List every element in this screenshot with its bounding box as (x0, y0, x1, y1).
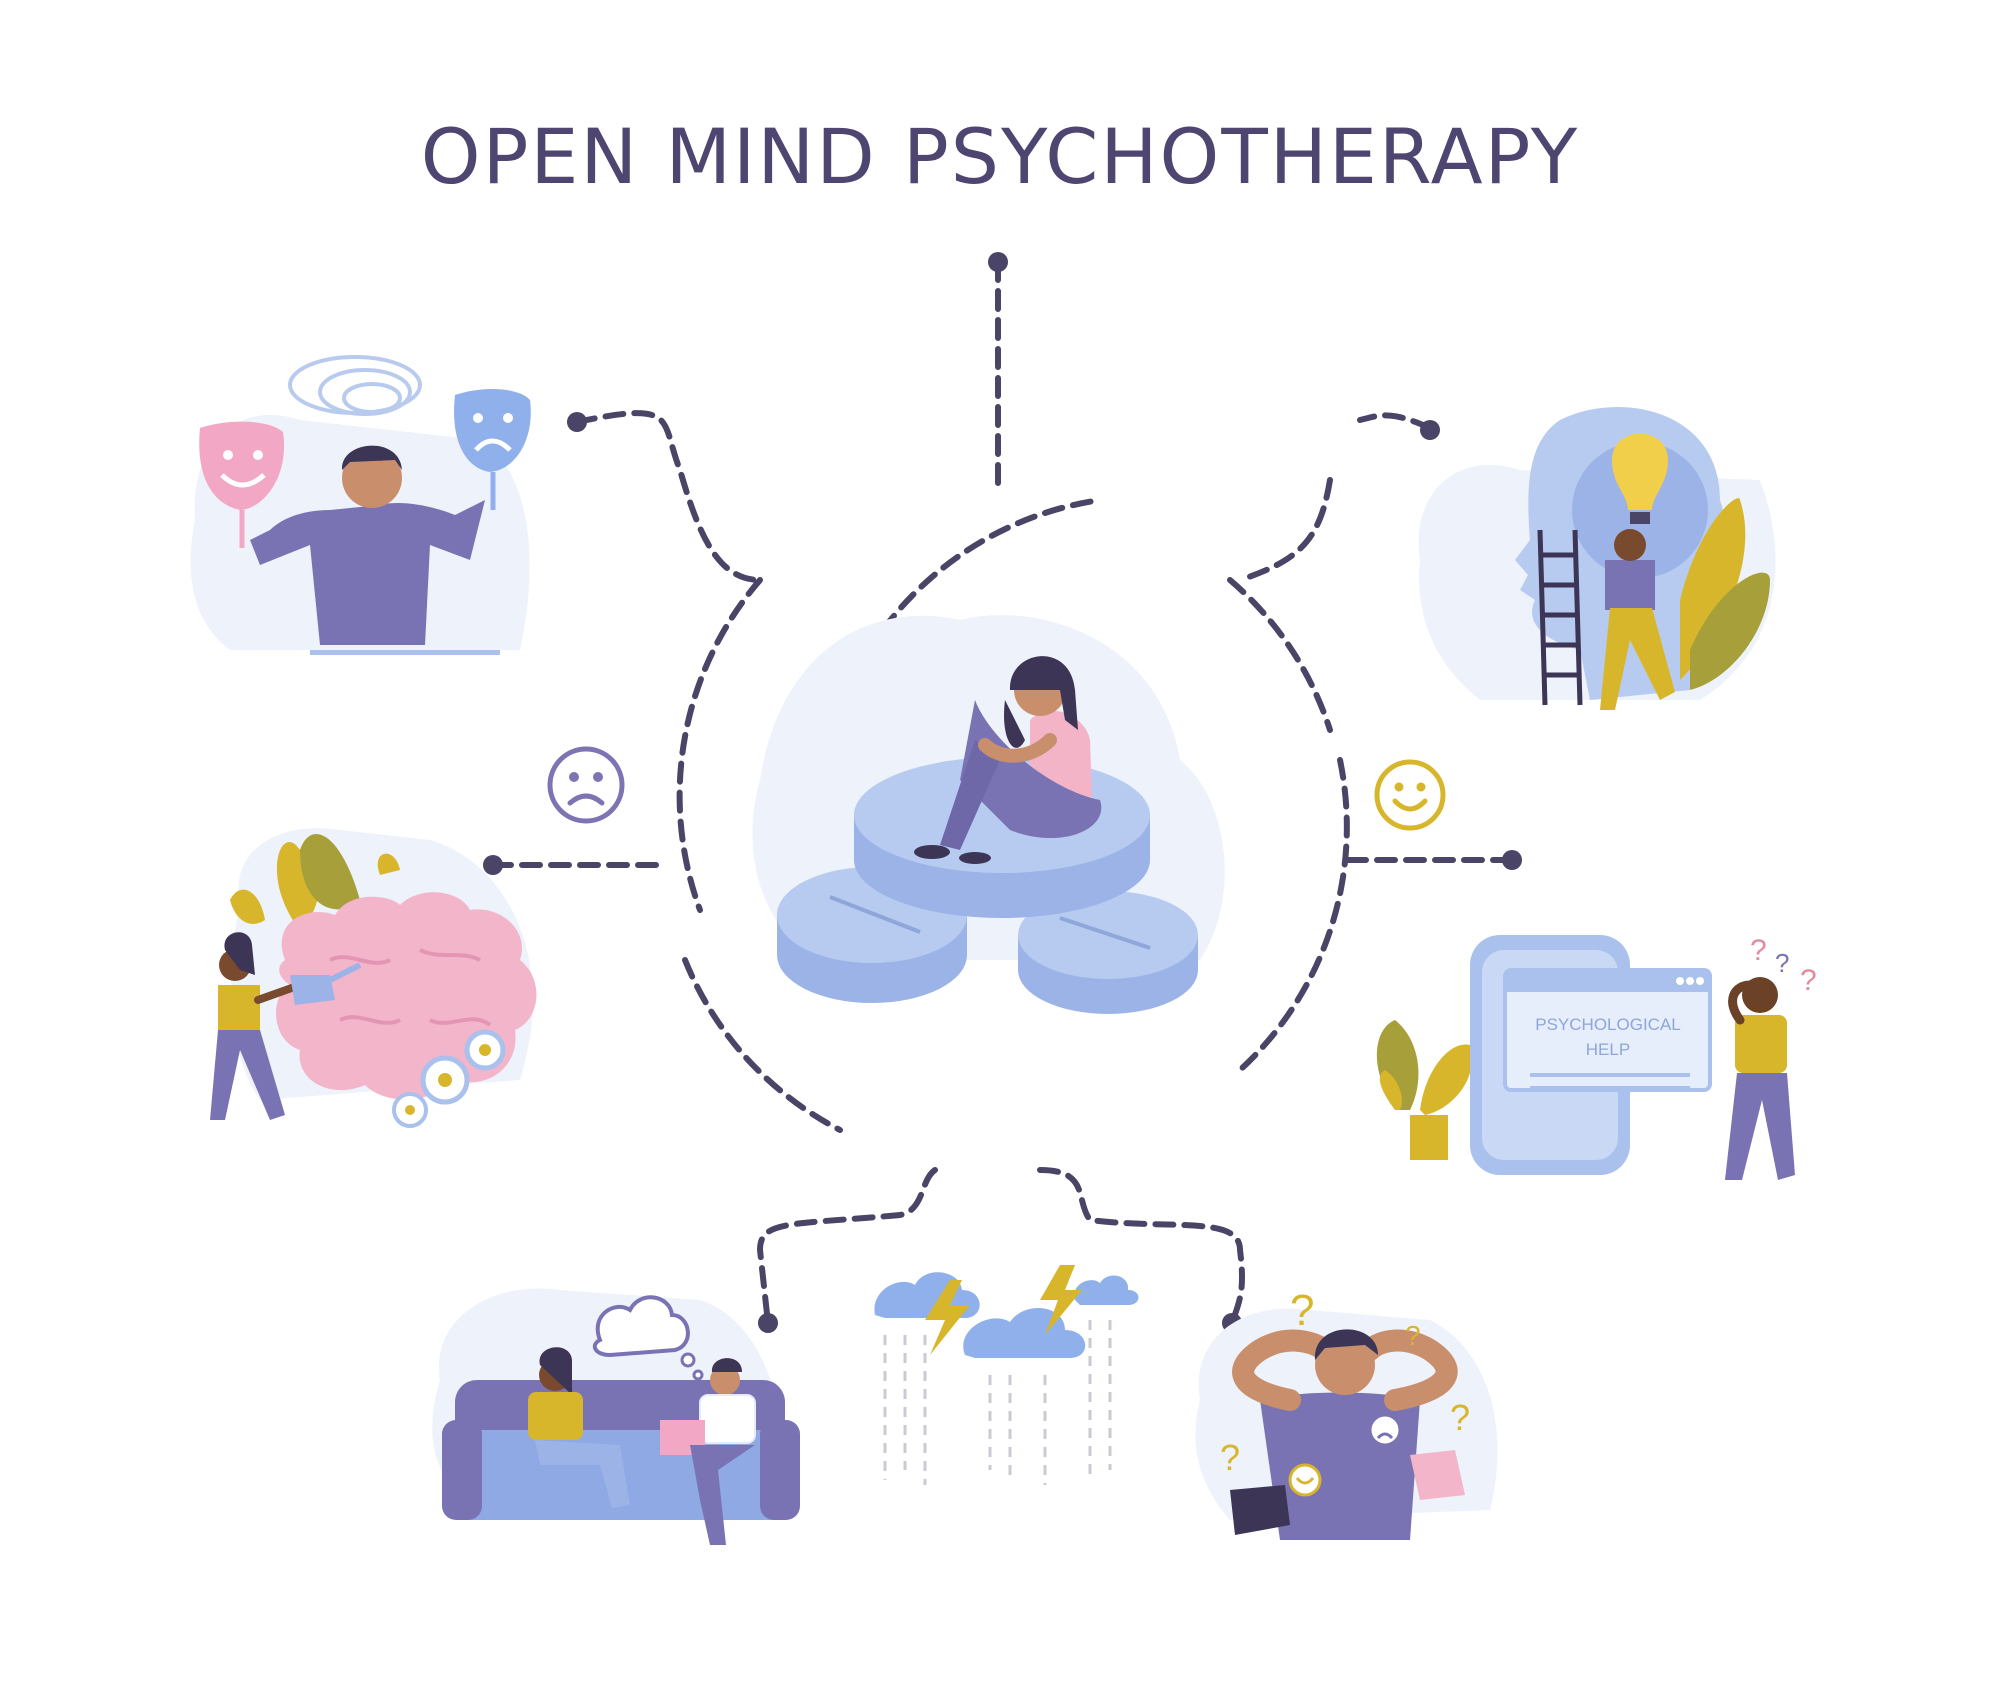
question-mark: ? (1775, 948, 1789, 978)
sad-face-icon (547, 746, 625, 824)
lightning-icon (925, 1280, 970, 1355)
connector-dot-right (1502, 850, 1522, 870)
ladder (1537, 529, 1583, 706)
flowers (377, 853, 506, 1128)
happy-face-icon (1374, 759, 1446, 831)
sad-face-badge-icon (1368, 1413, 1402, 1447)
happy-mask-icon (199, 421, 285, 510)
center-illustration-woman-on-pills (752, 615, 1225, 1014)
cloud-icon (1074, 1275, 1139, 1305)
question-mark: ? (1405, 1320, 1421, 1351)
question-mark: ? (1450, 1397, 1470, 1438)
connector-dot-bottom-left (758, 1313, 778, 1333)
satellite-idea-illustration (1418, 406, 1776, 710)
question-mark: ? (1290, 1286, 1314, 1335)
satellite-masks-illustration (190, 355, 531, 655)
satellite-brain-illustration (210, 828, 537, 1128)
help-window-line2: HELP (1586, 1040, 1630, 1059)
ring-arc-right (1237, 757, 1350, 1073)
question-mark: ? (1220, 1437, 1240, 1478)
lightbulb-icon (1612, 433, 1668, 510)
connector-dot-top-right (1420, 420, 1440, 440)
help-window-line1: PSYCHOLOGICAL (1535, 1015, 1681, 1034)
connector-dot-top-left (567, 412, 587, 432)
thought-bubble-icon (592, 1295, 690, 1358)
ring-arc-left (676, 577, 763, 913)
question-mark: ? (1800, 964, 1817, 997)
connector-bottom (756, 1167, 938, 1326)
connector-bottom-right (1037, 1167, 1245, 1326)
page-title: OPEN MIND PSYCHOTHERAPY (420, 112, 1580, 201)
lightning-icon (1040, 1265, 1082, 1335)
satellite-stress-illustration: ? ? ? ? (1195, 1286, 1498, 1540)
connector-top-left (574, 410, 763, 583)
connector-dots (483, 252, 1522, 1333)
happy-face-badge-icon (1288, 1463, 1322, 1497)
ring-arc-top-right (1227, 577, 1333, 733)
question-mark: ? (1750, 934, 1767, 967)
connector-dot-top (988, 252, 1008, 272)
satellite-counseling-illustration (432, 1288, 800, 1545)
sad-mask-icon (454, 388, 531, 472)
plant-pot (1410, 1115, 1448, 1160)
connector-top-right (1237, 412, 1433, 583)
ring-arc-bottom-left (682, 957, 843, 1133)
cloud-icon (963, 1308, 1086, 1358)
connector-dot-left (483, 855, 503, 875)
satellite-storm-illustration (874, 1265, 1139, 1485)
satellite-psychological-help-illustration: PSYCHOLOGICAL HELP ? ? ? (1376, 934, 1817, 1180)
